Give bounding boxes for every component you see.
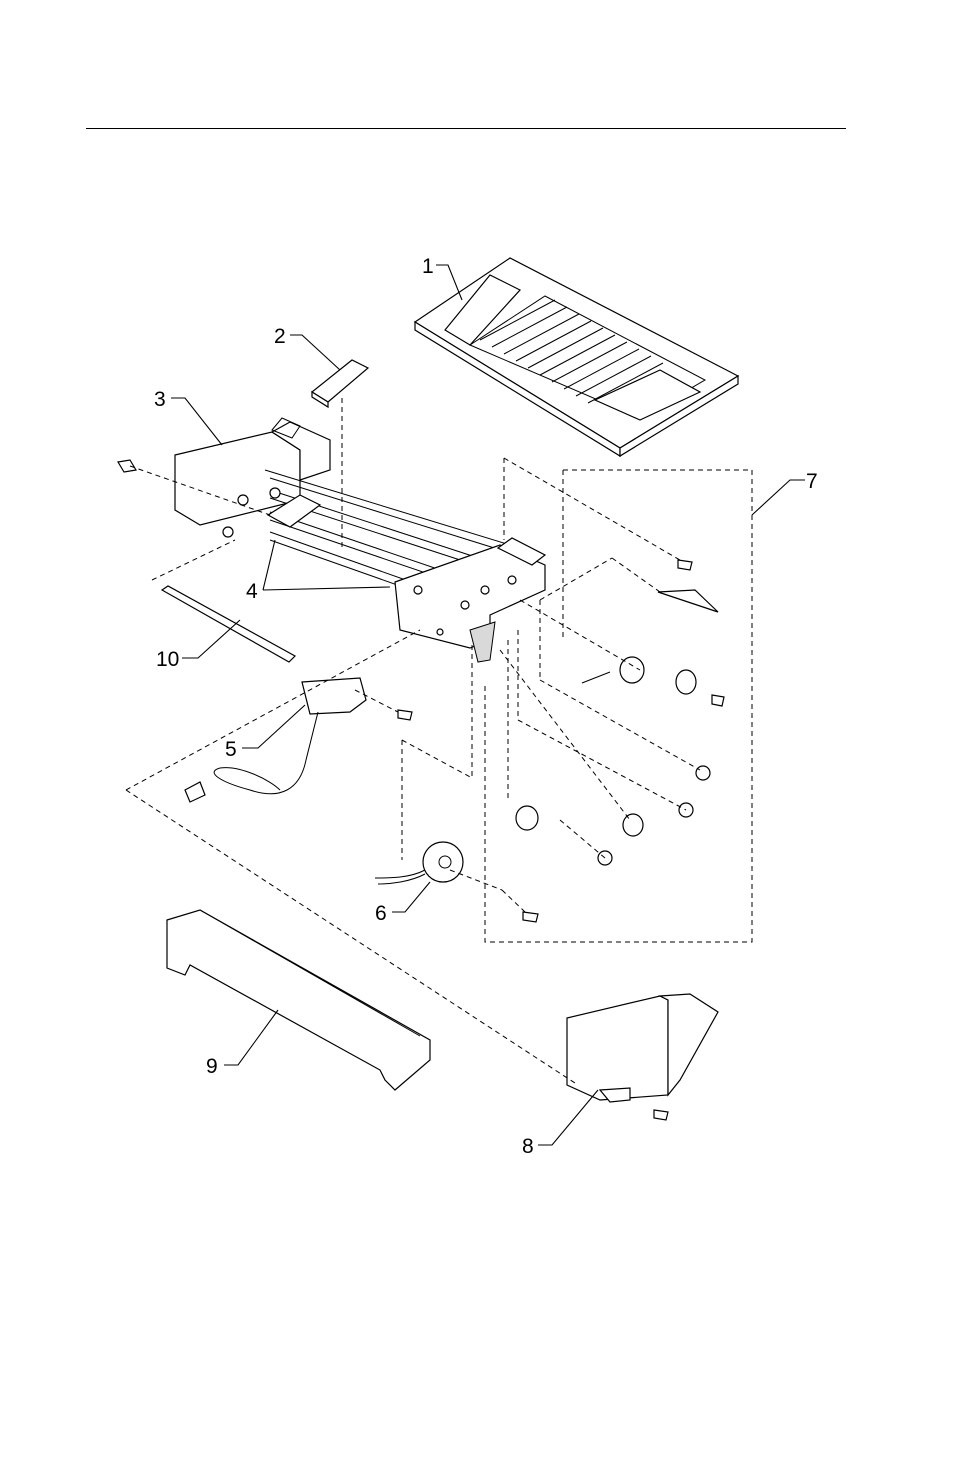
part-1-tray	[415, 258, 738, 456]
part-2-tab	[312, 360, 368, 407]
callout-8: 8	[522, 1135, 534, 1158]
part-6-motor	[375, 842, 463, 884]
callout-7: 7	[806, 470, 818, 493]
part-8-right-cover	[567, 994, 718, 1102]
part-4-right-plate	[395, 538, 545, 662]
part-10-rod	[162, 586, 295, 662]
callout-2: 2	[274, 325, 286, 348]
callout-5: 5	[225, 738, 237, 761]
part-7-gear-kit	[485, 470, 752, 942]
callout-3: 3	[154, 388, 166, 411]
callout-1: 1	[422, 255, 434, 278]
part-5-sensor-cable	[185, 678, 366, 802]
callout-10: 10	[156, 648, 179, 671]
part-3-left-frame	[175, 418, 330, 537]
callout-6: 6	[375, 902, 387, 925]
callout-9: 9	[206, 1055, 218, 1078]
callout-4: 4	[246, 580, 258, 603]
